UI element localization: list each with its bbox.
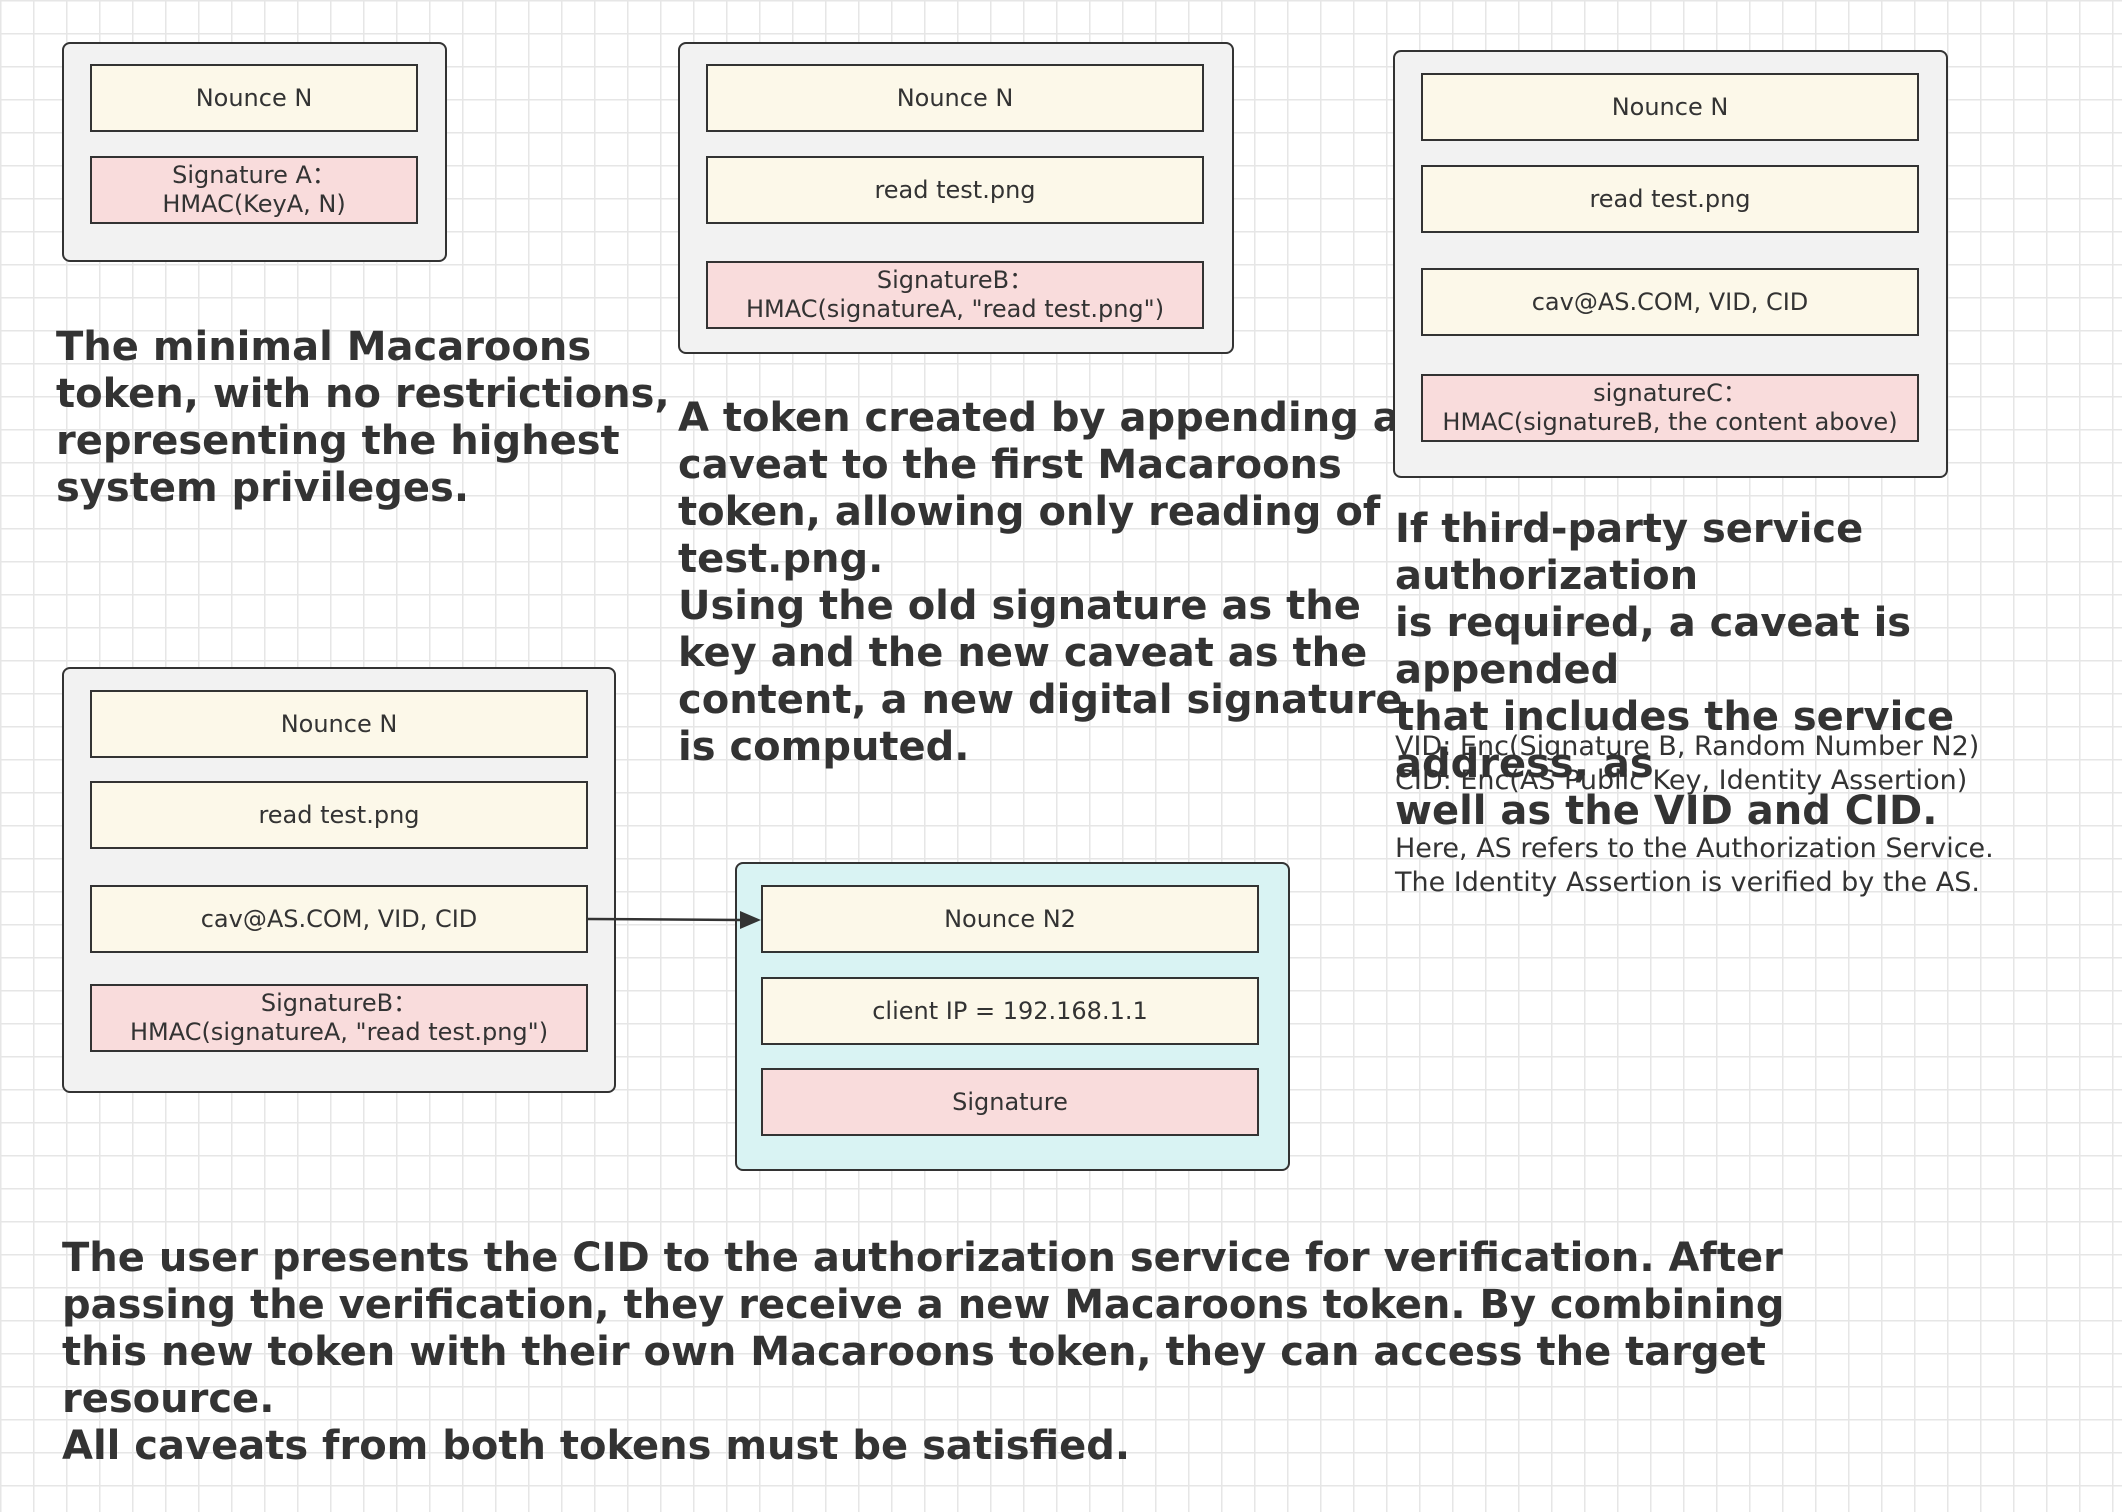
vid-cid-note: VID: Enc(Signature B, Random Number N2) … (1395, 731, 1980, 796)
third-party-caveat-field: cav@AS.COM, VID, CID (1421, 268, 1919, 336)
caveat-field: read test.png (1421, 165, 1919, 233)
signature-field: Signature A： HMAC(KeyA, N) (90, 156, 418, 224)
caveat-field: read test.png (706, 156, 1204, 224)
as-note: Here, AS refers to the Authorization Ser… (1395, 833, 1994, 898)
token-third-party-caption: If third-party service authorization is … (1395, 506, 1955, 834)
nonce-field: Nounce N2 (761, 885, 1259, 953)
caveat-field: client IP = 192.168.1.1 (761, 977, 1259, 1045)
nonce-field: Nounce N (706, 64, 1204, 132)
token-minimal-caption: The minimal Macaroons token, with no res… (56, 324, 670, 511)
signature-field: SignatureB： HMAC(signatureA, "read test.… (90, 984, 588, 1052)
signature-field: Signature (761, 1068, 1259, 1136)
token-read-caveat-caption: A token created by appending a caveat to… (678, 395, 1403, 770)
nonce-field: Nounce N (1421, 73, 1919, 141)
nonce-field: Nounce N (90, 690, 588, 758)
third-party-caveat-field: cav@AS.COM, VID, CID (90, 885, 588, 953)
caveat-field: read test.png (90, 781, 588, 849)
bottom-caption: The user presents the CID to the authori… (62, 1235, 1785, 1469)
signature-field: SignatureB： HMAC(signatureA, "read test.… (706, 261, 1204, 329)
signature-field: signatureC： HMAC(signatureB, the content… (1421, 374, 1919, 442)
nonce-field: Nounce N (90, 64, 418, 132)
